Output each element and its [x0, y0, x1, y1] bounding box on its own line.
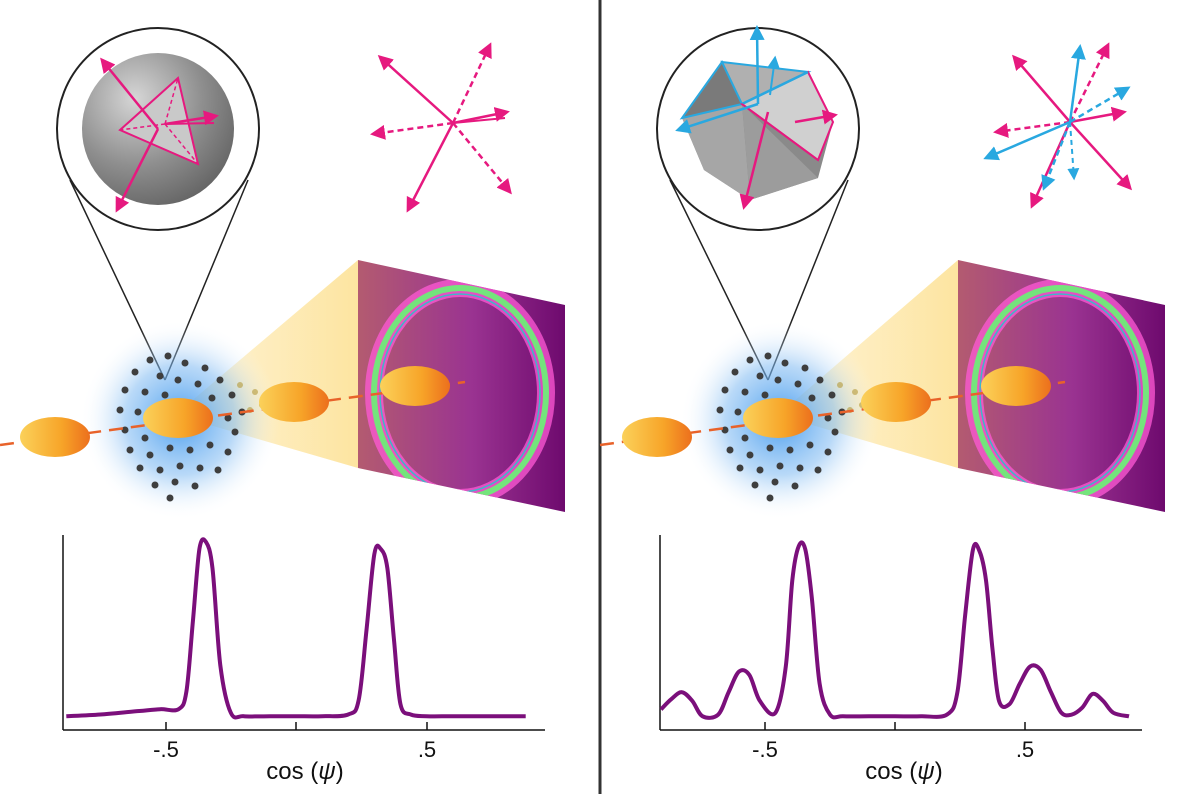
particle — [981, 366, 1051, 406]
particle — [622, 417, 692, 457]
intensity-curve — [66, 537, 526, 720]
sample-molecules — [116, 352, 246, 502]
intensity-curve — [659, 540, 1130, 720]
tick-label-neg: -.5 — [752, 737, 778, 762]
particle — [259, 382, 329, 422]
tick-label-neg: -.5 — [153, 737, 179, 762]
intensity-plot-left: -.5 .5 cos (ψ) — [62, 535, 545, 785]
particle-in-sample — [743, 398, 813, 438]
x-axis-label: cos (ψ) — [865, 758, 942, 785]
detector-screen — [958, 260, 1165, 512]
tick-label-pos: .5 — [418, 737, 436, 762]
axis-arrow — [100, 57, 159, 130]
intensity-plot-right: -.5 .5 cos (ψ) — [659, 535, 1142, 785]
symmetry-axes-star — [370, 42, 512, 213]
left-panel: -.5 .5 cos (ψ) — [0, 27, 565, 785]
right-panel: -.5 .5 cos (ψ) — [599, 25, 1165, 785]
particle — [380, 366, 450, 406]
sample-molecules — [716, 352, 846, 502]
axis-arrow — [164, 110, 219, 126]
particle-in-sample — [143, 398, 213, 438]
tick-label-pos: .5 — [1016, 737, 1034, 762]
x-axis-label: cos (ψ) — [266, 758, 343, 785]
particle — [861, 382, 931, 422]
particle — [20, 417, 90, 457]
symmetry-axes-star — [983, 42, 1133, 209]
magnifier-polyhedron — [656, 25, 860, 231]
magnifier-sphere — [56, 27, 260, 231]
axis-arrow — [115, 128, 160, 213]
